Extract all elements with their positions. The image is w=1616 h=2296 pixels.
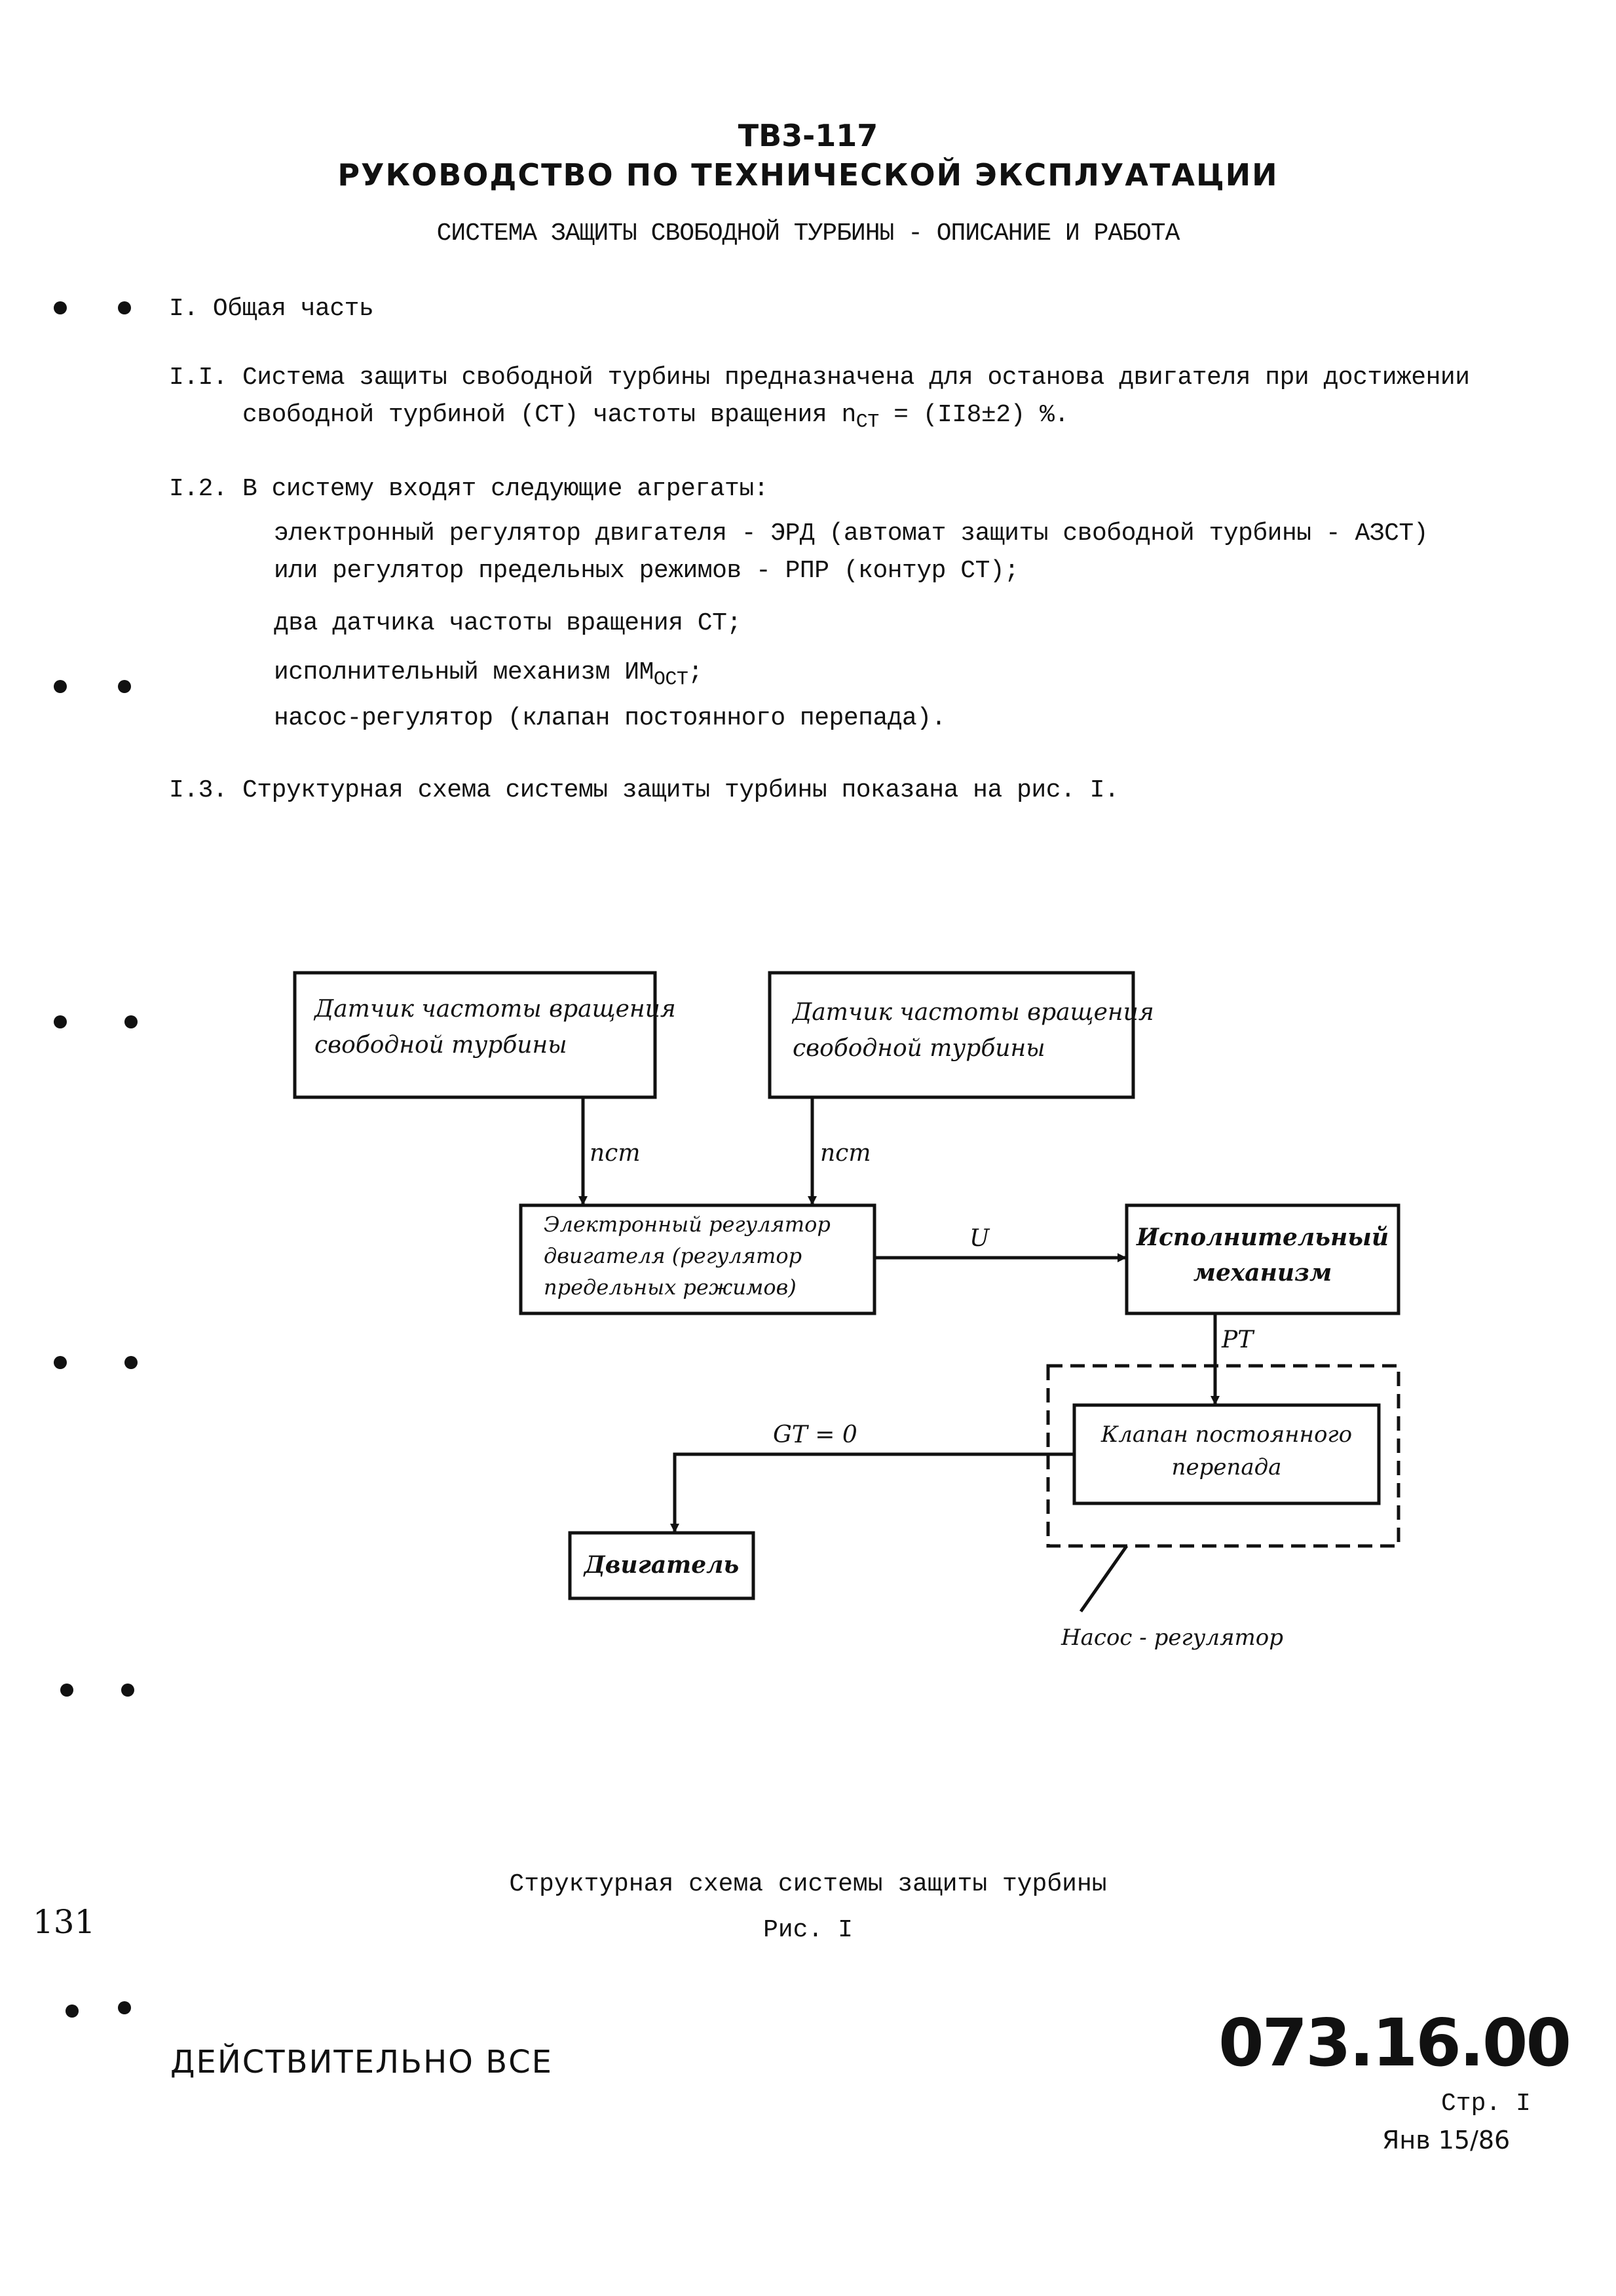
controller-line-1: Электронный регулятор bbox=[544, 1212, 831, 1237]
revision-date: Янв 15/86 bbox=[1382, 2126, 1511, 2155]
page-number: Стр. I bbox=[1441, 2090, 1531, 2118]
sensor-box-1 bbox=[293, 971, 657, 1099]
binder-hole bbox=[121, 1684, 134, 1697]
section-1-heading: I. Общая часть bbox=[169, 295, 374, 323]
controller-line-2: двигателя (регулятор bbox=[544, 1243, 802, 1268]
manual-title: РУКОВОДСТВО ПО ТЕХНИЧЕСКОЙ ЭКСПЛУАТАЦИИ bbox=[337, 157, 1279, 193]
para-1-3-number: I.3. bbox=[169, 776, 228, 804]
engine-label: Двигатель bbox=[584, 1551, 740, 1579]
binder-hole bbox=[118, 680, 131, 693]
section-title: СИСТЕМА ЗАЩИТЫ СВОБОДНОЙ ТУРБИНЫ - ОПИСА… bbox=[436, 219, 1180, 248]
sensor-box-2 bbox=[768, 971, 1135, 1099]
signal-n-right: nст bbox=[820, 1140, 871, 1167]
signal-g: GТ = 0 bbox=[773, 1421, 857, 1448]
binder-hole bbox=[54, 301, 67, 314]
list-item-4: насос-регулятор (клапан постоянного пере… bbox=[274, 704, 946, 732]
list-item-3: исполнительный механизм ИМОСТ; bbox=[274, 658, 703, 691]
sensor-1-line-1: Датчик частоты вращения bbox=[314, 996, 676, 1023]
signal-n-left: nст bbox=[590, 1140, 641, 1167]
controller-line-3: предельных режимов) bbox=[544, 1275, 797, 1300]
figure-caption: Структурная схема системы защиты турбины bbox=[509, 1870, 1107, 1898]
sensor-1-line-2: свободной турбины bbox=[314, 1032, 567, 1059]
binder-hole bbox=[54, 1356, 67, 1369]
validity-note: ДЕЙСТВИТЕЛЬНО ВСЕ bbox=[170, 2044, 553, 2080]
figure-number: Рис. I bbox=[763, 1916, 853, 1944]
binder-hole bbox=[54, 680, 67, 693]
valve-line-2: перепада bbox=[1171, 1454, 1282, 1480]
binder-hole bbox=[118, 2001, 131, 2014]
binder-hole bbox=[60, 1684, 73, 1697]
block-diagram bbox=[293, 971, 1400, 1613]
valve-line-1: Клапан постоянного bbox=[1100, 1421, 1353, 1448]
para-1-2-intro: В систему входят следующие агрегаты: bbox=[242, 475, 768, 503]
list-item-2: два датчика частоты вращения СТ; bbox=[274, 609, 742, 637]
list-item-1-line-2: или регулятор предельных режимов - РПР (… bbox=[274, 557, 1019, 585]
pump-leader-line bbox=[1079, 1545, 1129, 1613]
para-1-3-text: Структурная схема системы защиты турбины… bbox=[242, 776, 1119, 804]
engine-box bbox=[568, 1531, 755, 1600]
signal-p: PТ bbox=[1222, 1327, 1254, 1353]
document-number: 073.16.00 bbox=[1218, 2004, 1571, 2081]
binder-hole bbox=[66, 2004, 79, 2018]
para-1-1-line-1: Система защиты свободной турбины предназ… bbox=[242, 364, 1470, 392]
sensor-2-line-2: свободной турбины bbox=[793, 1035, 1045, 1062]
handwritten-page-note: 131 bbox=[33, 1903, 96, 1941]
para-1-2-number: I.2. bbox=[169, 475, 228, 503]
arrow-g bbox=[670, 1452, 1074, 1533]
sensor-2-line-1: Датчик частоты вращения bbox=[793, 999, 1154, 1026]
para-1-1-line-2: свободной турбиной (СТ) частоты вращения… bbox=[242, 401, 1069, 434]
binder-hole bbox=[118, 301, 131, 314]
binder-hole bbox=[54, 1015, 67, 1028]
actuator-box bbox=[1125, 1203, 1400, 1315]
binder-hole bbox=[124, 1356, 138, 1369]
actuator-line-2: механизм bbox=[1193, 1259, 1332, 1287]
para-1-1-number: I.I. bbox=[169, 364, 228, 392]
signal-u: U bbox=[969, 1225, 990, 1252]
doc-code: ТВ3-117 bbox=[738, 118, 878, 153]
binder-hole bbox=[124, 1015, 138, 1028]
list-item-1-line-1: электронный регулятор двигателя - ЭРД (а… bbox=[274, 519, 1429, 548]
pump-regulator-label: Насос - регулятор bbox=[1061, 1625, 1284, 1651]
actuator-line-1: Исполнительный bbox=[1136, 1224, 1389, 1251]
